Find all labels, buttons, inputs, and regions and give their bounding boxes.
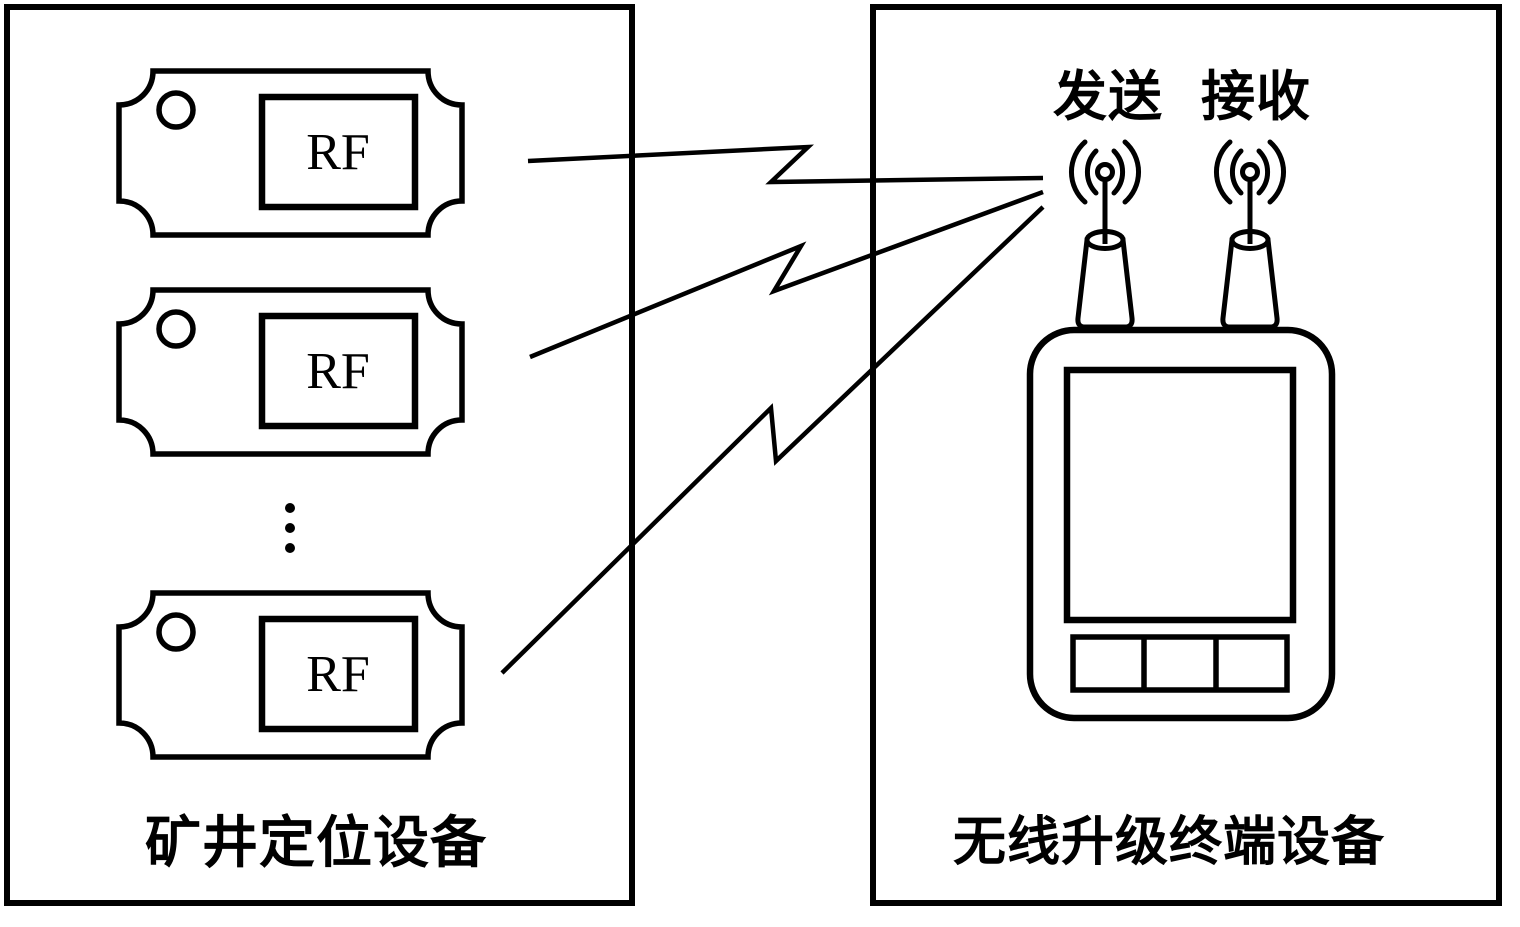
tx-antenna-icon (1069, 139, 1141, 330)
vertical-ellipsis-icon (285, 503, 295, 553)
tag-hole (156, 309, 196, 349)
left-panel-caption: 矿井定位设备 (145, 811, 487, 874)
handheld-terminal (1026, 326, 1336, 722)
antenna-tip (1240, 162, 1260, 182)
terminal-screen (1063, 366, 1297, 624)
rx-antenna-icon (1214, 139, 1286, 330)
radio-waves-icon (1069, 139, 1141, 205)
rfid-tag-3 (116, 590, 465, 760)
right-panel-box (870, 4, 1502, 906)
radio-waves-icon (1214, 139, 1286, 205)
rf-chip-label-3: RF (306, 646, 370, 703)
rf-chip-label-2: RF (306, 343, 370, 400)
rfid-tag-group (116, 68, 465, 760)
rf-chip-box (258, 93, 419, 211)
left-panel-box (4, 4, 635, 906)
lightning-bolt-1 (527, 144, 1044, 185)
antenna-cone (1220, 237, 1280, 330)
rf-chip-box (258, 312, 419, 430)
rx-antenna-label: 接收 (1201, 67, 1311, 127)
right-panel-caption: 无线升级终端设备 (953, 812, 1385, 872)
tag-hole (156, 90, 196, 130)
tag-hole (156, 612, 196, 652)
tx-antenna-label: 发送 (1053, 67, 1163, 127)
terminal-button-row (1070, 634, 1290, 693)
lightning-bolt-2 (529, 189, 1044, 360)
terminal-buttons (1070, 634, 1290, 693)
rf-chip-label-1: RF (306, 124, 370, 181)
wireless-links (500, 144, 1045, 675)
rfid-tag-1 (116, 68, 465, 238)
antenna-tip (1095, 162, 1115, 182)
rfid-tag-2 (116, 287, 465, 457)
rf-chip-box (258, 615, 419, 733)
lightning-bolt-3 (500, 205, 1045, 675)
antenna-cone (1075, 237, 1135, 330)
